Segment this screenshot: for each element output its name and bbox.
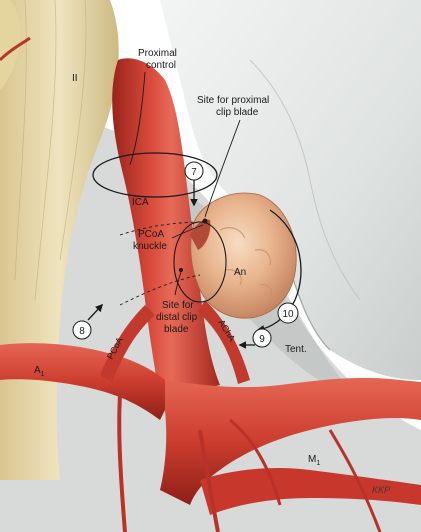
proximal-control-loop	[92, 152, 218, 198]
tentorium-fold	[249, 59, 361, 301]
aneurysm-label: An	[234, 267, 246, 278]
perforator-3	[328, 429, 382, 532]
optic-nerve-left-bundle	[0, 0, 21, 90]
proximal-clip-path	[119, 221, 206, 236]
m1-letter: M	[308, 454, 316, 465]
step-8-marker: 8	[72, 320, 92, 340]
leader-proximal-control	[129, 71, 146, 166]
distal-site-label-line2: distal clip	[156, 312, 198, 323]
step-10-marker: 10	[277, 302, 299, 324]
a1-subscript: 1	[41, 371, 45, 378]
a1-letter: A	[34, 365, 41, 376]
distal-site-label-line1: Site for	[162, 300, 194, 311]
a1-segment	[0, 343, 175, 420]
step-7-marker: 7	[184, 161, 204, 181]
leader-proximal-site	[204, 119, 241, 218]
svg-text:M1: M1	[308, 454, 320, 467]
internal-carotid-artery	[112, 58, 220, 401]
leader-distal-site	[174, 271, 182, 296]
perforator-1	[117, 394, 127, 532]
proximal-site-dot	[202, 218, 208, 224]
a1-label: A1	[34, 365, 45, 378]
svg-text:A1: A1	[34, 365, 45, 378]
optic-nerve-label: II	[72, 73, 78, 84]
distal-clip-loop	[173, 221, 227, 303]
proximal-site-label-line1: Site for proximal	[197, 95, 269, 106]
perforator-2	[198, 429, 220, 532]
artist-signature: KKP	[372, 485, 390, 495]
small-vessel	[0, 36, 31, 62]
tentorium	[160, 0, 421, 380]
step-8-label: 8	[79, 326, 85, 337]
step-9-marker: 9	[252, 328, 272, 348]
m1-lower-branch	[200, 468, 421, 515]
step-7-label: 7	[191, 167, 197, 178]
proximal-control-label-line2: control	[146, 60, 176, 71]
m1-label: M1	[308, 454, 320, 467]
m1-subscript: 1	[316, 460, 320, 467]
distal-site-dot	[179, 268, 183, 272]
posterior-communicating-artery	[100, 305, 155, 382]
tentorium-label: Tent.	[285, 344, 307, 355]
distal-site-label-line3: blade	[164, 324, 189, 335]
ica-label: ICA	[132, 197, 149, 208]
anterior-choroidal-artery	[198, 300, 250, 384]
optic-nerve-striations	[14, 0, 87, 301]
arrow-step-8	[87, 303, 104, 321]
step-9-label: 9	[259, 334, 265, 345]
aneurysm-encircling-arc	[256, 209, 302, 333]
aneurysm-mottling	[219, 227, 273, 299]
proximal-site-label-line2: clip blade	[216, 107, 259, 118]
proximal-control-label-line1: Proximal	[138, 48, 177, 59]
step-10-label: 10	[282, 309, 294, 320]
aneurysm-neck	[190, 219, 211, 250]
perforator-4	[229, 418, 282, 506]
pcoa-knuckle-label-line2: knuckle	[133, 241, 167, 252]
m1-segment	[160, 377, 421, 505]
pcoa-knuckle-label-line1: PCoA	[138, 229, 164, 240]
leader-pcoa-knuckle	[171, 224, 204, 239]
